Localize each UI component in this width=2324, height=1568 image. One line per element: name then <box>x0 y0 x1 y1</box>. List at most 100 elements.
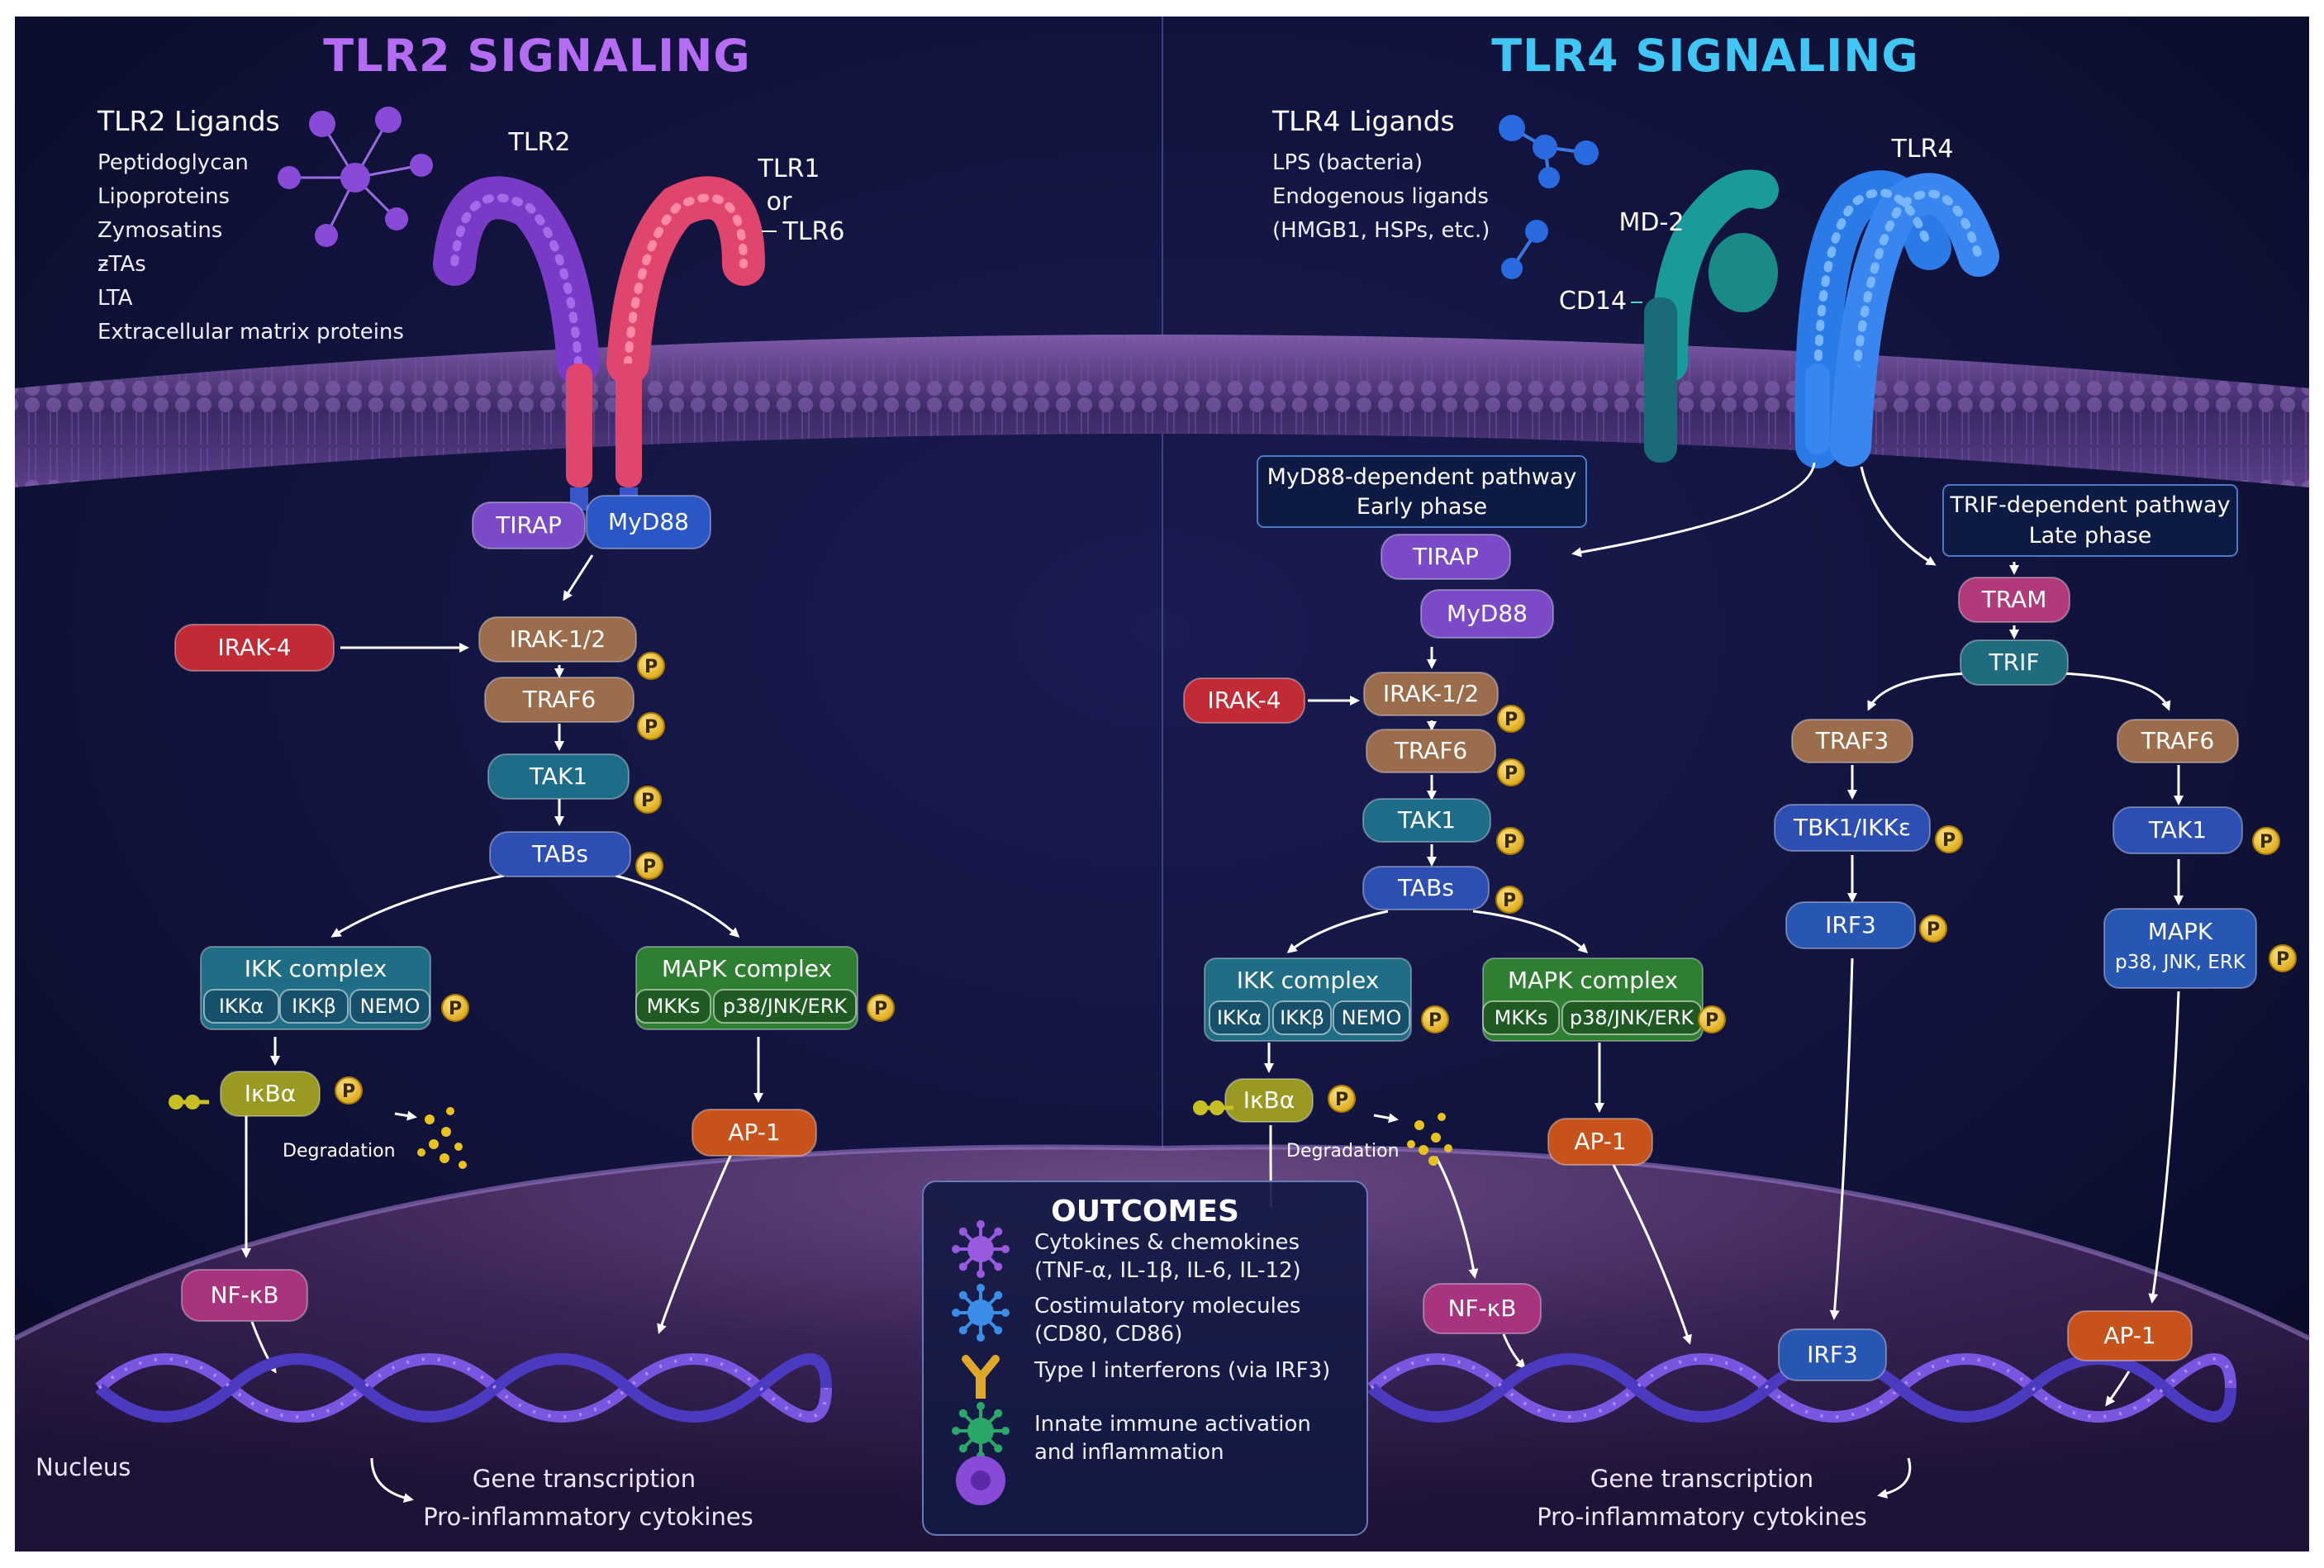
phosphate-icon: P <box>1421 1005 1449 1033</box>
subunit-label: p38/JNK/ERK <box>1570 1006 1695 1029</box>
subunit-pill <box>1333 1000 1410 1035</box>
outcomes-box: OUTCOMES Cytokines & chemokines(TNF-α, I… <box>922 1181 1368 1536</box>
outcome-label: Costimulatory molecules <box>1034 1294 1300 1319</box>
tlr4-nfkb: NF-κB <box>1423 1283 1542 1334</box>
tlr4-ligand-item: Endogenous ligands <box>1272 184 1489 209</box>
costimulatory-icon <box>952 1284 1010 1342</box>
outcome-label: Cytokines & chemokines <box>1034 1230 1300 1255</box>
tlr2-proinflammatory-label: Pro-inflammatory cytokines <box>423 1503 753 1531</box>
tlr2-ikba-label: IκBα <box>245 1080 296 1107</box>
phosphate-icon: P <box>2252 827 2280 855</box>
tlr1-label: TLR1 <box>758 154 820 183</box>
tlr4-mapk-complex-title: MAPK complex <box>1508 967 1678 994</box>
tlr2-tirap: TIRAP <box>472 501 586 549</box>
tlr2-ligand-item: Lipoproteins <box>97 184 230 209</box>
phosphate-icon: P <box>1698 1005 1726 1033</box>
subunit-label: NEMO <box>1342 1006 1402 1029</box>
tlr2-title: TLR2 SIGNALING <box>323 30 751 82</box>
phosphate-icon: P <box>1496 827 1524 855</box>
tlr2-ikba: IκBα P <box>220 1071 363 1117</box>
tlr4-myd88: MyD88 <box>1420 589 1554 639</box>
tlr4-ikk-complex-title: IKK complex <box>1237 967 1380 994</box>
subunit-label: p38/JNK/ERK <box>723 995 848 1018</box>
tlr4-traf6-trif: TRAF6 <box>2117 719 2239 763</box>
phosphate-icon: P <box>1919 915 1947 943</box>
outcome-label: Innate immune activation <box>1034 1412 1311 1437</box>
or-label: or <box>767 188 792 216</box>
phosphate-icon: P <box>1497 705 1525 733</box>
svg-text:P: P <box>2260 832 2273 853</box>
tlr2-irak12: IRAK-1/2P <box>478 616 665 680</box>
subunit-pill <box>635 989 711 1024</box>
subunit-pill <box>349 989 430 1024</box>
tlr4-myd88-label: MyD88 <box>1447 600 1528 627</box>
subunit-label: NEMO <box>360 995 421 1018</box>
tlr4-gene-transcription: Gene transcription <box>1590 1465 1813 1493</box>
cd14-label: CD14 <box>1559 287 1627 316</box>
svg-text:P: P <box>1504 763 1518 784</box>
tlr2-tirap-label: TIRAP <box>495 511 562 539</box>
degradation-fragments-right <box>1407 1113 1452 1166</box>
degradation-fragments-left <box>417 1107 467 1169</box>
tlr2-degradation-label: Degradation <box>283 1141 396 1162</box>
tlr2-ap1: AP-1 <box>691 1109 817 1157</box>
tlr2-irak4-label: IRAK-4 <box>217 634 291 661</box>
tlr4-irak4: IRAK-4 <box>1183 677 1305 724</box>
tlr2-irak12-label: IRAK-1/2 <box>510 625 606 653</box>
tlr4-ligand-item: (HMGB1, HSPs, etc.) <box>1272 218 1490 243</box>
svg-text:P: P <box>1927 919 1940 940</box>
tlr6-label: TLR6 <box>782 217 845 246</box>
tlr4-ap1-myd88-label: AP-1 <box>1574 1128 1626 1155</box>
tlr4-trif: TRIF <box>1960 639 2069 686</box>
immune-activation-icon <box>952 1402 1010 1460</box>
phosphate-icon: P <box>2269 944 2297 972</box>
svg-text:P: P <box>643 857 656 877</box>
phosphate-icon: P <box>335 1076 363 1105</box>
tlr4-tram: TRAM <box>1958 577 2070 623</box>
phosphate-icon: P <box>1328 1085 1356 1113</box>
mapk-title: MAPK <box>2148 918 2213 945</box>
ubiquitin-icon <box>169 1095 209 1109</box>
interferon-icon <box>962 1355 1000 1399</box>
subunit-label: MKKs <box>647 995 701 1018</box>
tlr4-tak1-trif-label: TAK1 <box>2148 816 2207 843</box>
subunit-pill <box>279 989 349 1024</box>
tlr2-nfkb-label: NF-κB <box>211 1281 279 1309</box>
mapk-subtitle: p38, JNK, ERK <box>2115 952 2246 973</box>
tlr2-ikk-complex-title: IKK complex <box>245 955 387 982</box>
svg-text:P: P <box>1942 830 1956 851</box>
svg-text:P: P <box>1705 1010 1718 1031</box>
subunit-pill <box>203 989 279 1024</box>
tlr4-irak12-label: IRAK-1/2 <box>1383 680 1479 707</box>
md2-label: MD-2 <box>1619 208 1685 237</box>
tlr4-ligand-item: LPS (bacteria) <box>1272 150 1423 175</box>
tlr2-irak4: IRAK-4 <box>174 624 335 672</box>
subunit-pill <box>1272 1000 1332 1035</box>
outcome-label: Type I interferons (via IRF3) <box>1034 1358 1330 1383</box>
tlr4-traf3: TRAF3 <box>1791 719 1913 763</box>
subunit-label: IKKα <box>219 995 264 1018</box>
tlr4-degradation-label: Degradation <box>1286 1141 1400 1162</box>
tlr4-proinflammatory-label: Pro-inflammatory cytokines <box>1537 1503 1867 1531</box>
tlr4-ap1-trif: AP-1 <box>2067 1310 2193 1361</box>
outcome-item <box>956 1456 1005 1505</box>
myd88-pathway-phase: Early phase <box>1357 494 1487 520</box>
phosphate-icon: P <box>441 994 469 1022</box>
tlr4-nfkb-label: NF-κB <box>1448 1295 1517 1322</box>
tlr4-irf3-nucleus-label: IRF3 <box>1807 1341 1858 1368</box>
tlr4-tbk1-label: TBK1/IKKε <box>1793 814 1911 841</box>
tlr2-ligands-heading: TLR2 Ligands <box>97 105 280 137</box>
myd88-pathway-title: MyD88-dependent pathway <box>1267 464 1577 490</box>
outcomes-list: Cytokines & chemokines (TNF-α, IL-1β, IL-… <box>952 1220 1330 1505</box>
tlr4-irak12: IRAK-1/2P <box>1363 672 1525 733</box>
tlr2-tak1-label: TAK1 <box>529 763 587 790</box>
outcome-sublabel: (TNF-α, IL-1β, IL-6, IL-12) <box>1034 1258 1301 1283</box>
tlr4-ligand-list: TLR4 Ligands LPS (bacteria) Endogenous l… <box>1271 105 1490 243</box>
